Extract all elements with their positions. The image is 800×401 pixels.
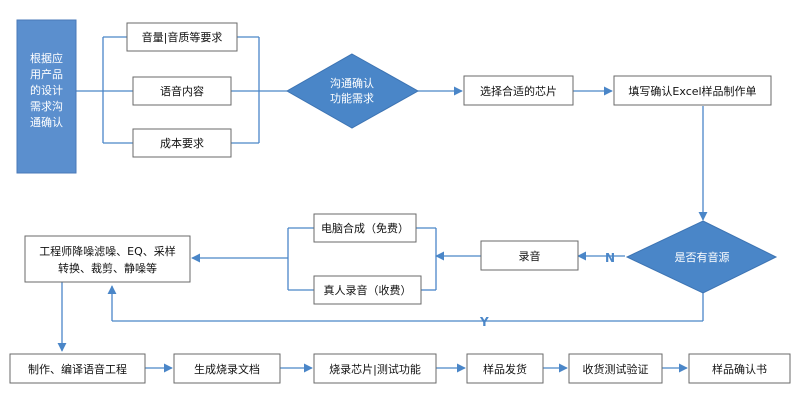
- gen-burn-file-label: 生成烧录文档: [194, 362, 260, 376]
- req-content-box: 语音内容: [132, 76, 232, 106]
- req-volume-box: 音量|音质等要求: [126, 22, 238, 52]
- start-line-2: 用产品: [30, 67, 63, 81]
- engineer-box: 工程师降噪滤噪、EQ、采样 转换、裁剪、静噪等: [24, 235, 191, 283]
- record-label: 录音: [519, 249, 541, 263]
- connectors: [57, 36, 708, 373]
- make-compile-box: 制作、编译语音工程: [9, 353, 146, 384]
- sample-confirm-label: 样品确认书: [712, 362, 767, 376]
- decision-confirm: 沟通确认 功能需求: [285, 53, 420, 129]
- pc-synth-box: 电脑合成（免费）: [313, 213, 417, 243]
- req-volume-label: 音量|音质等要求: [142, 30, 223, 44]
- label-yes: Y: [479, 315, 489, 329]
- start-line-5: 通确认: [30, 116, 63, 129]
- burn-test-box: 烧录芯片|测试功能: [313, 353, 437, 384]
- pc-synth-label: 电脑合成（免费）: [321, 221, 409, 235]
- decision-confirm-line-1: 沟通确认: [330, 77, 374, 90]
- req-cost-box: 成本要求: [132, 128, 232, 158]
- select-chip-box: 选择合适的芯片: [463, 75, 574, 106]
- record-box: 录音: [480, 240, 579, 271]
- start-line-4: 需求沟: [30, 100, 63, 113]
- start-line-1: 根据应: [30, 51, 63, 65]
- req-content-label: 语音内容: [160, 84, 204, 98]
- fill-excel-box: 填写确认Excel样品制作单: [613, 75, 772, 106]
- gen-burn-file-box: 生成烧录文档: [173, 353, 281, 384]
- decision-confirm-line-2: 功能需求: [330, 91, 374, 105]
- receive-test-box: 收货测试验证: [568, 353, 663, 384]
- decision-source: 是否有音源: [625, 220, 778, 294]
- make-compile-label: 制作、编译语音工程: [28, 362, 127, 376]
- fill-excel-label: 填写确认Excel样品制作单: [628, 84, 756, 98]
- label-no: N: [605, 251, 615, 265]
- receive-test-label: 收货测试验证: [583, 362, 649, 376]
- human-record-box: 真人录音（收费）: [313, 275, 422, 305]
- decision-source-label: 是否有音源: [675, 250, 730, 264]
- ship-sample-label: 样品发货: [483, 362, 527, 376]
- start-line-3: 的设计: [30, 83, 63, 97]
- req-cost-label: 成本要求: [160, 136, 204, 150]
- select-chip-label: 选择合适的芯片: [480, 84, 557, 98]
- ship-sample-box: 样品发货: [466, 353, 544, 384]
- engineer-line-2: 转换、裁剪、静噪等: [58, 261, 157, 275]
- sample-confirm-box: 样品确认书: [688, 353, 791, 384]
- start-node: 根据应 用产品 的设计 需求沟 通确认: [16, 19, 77, 174]
- engineer-line-1: 工程师降噪滤噪、EQ、采样: [39, 244, 176, 258]
- human-record-label: 真人录音（收费）: [324, 283, 412, 297]
- burn-test-label: 烧录芯片|测试功能: [329, 362, 421, 376]
